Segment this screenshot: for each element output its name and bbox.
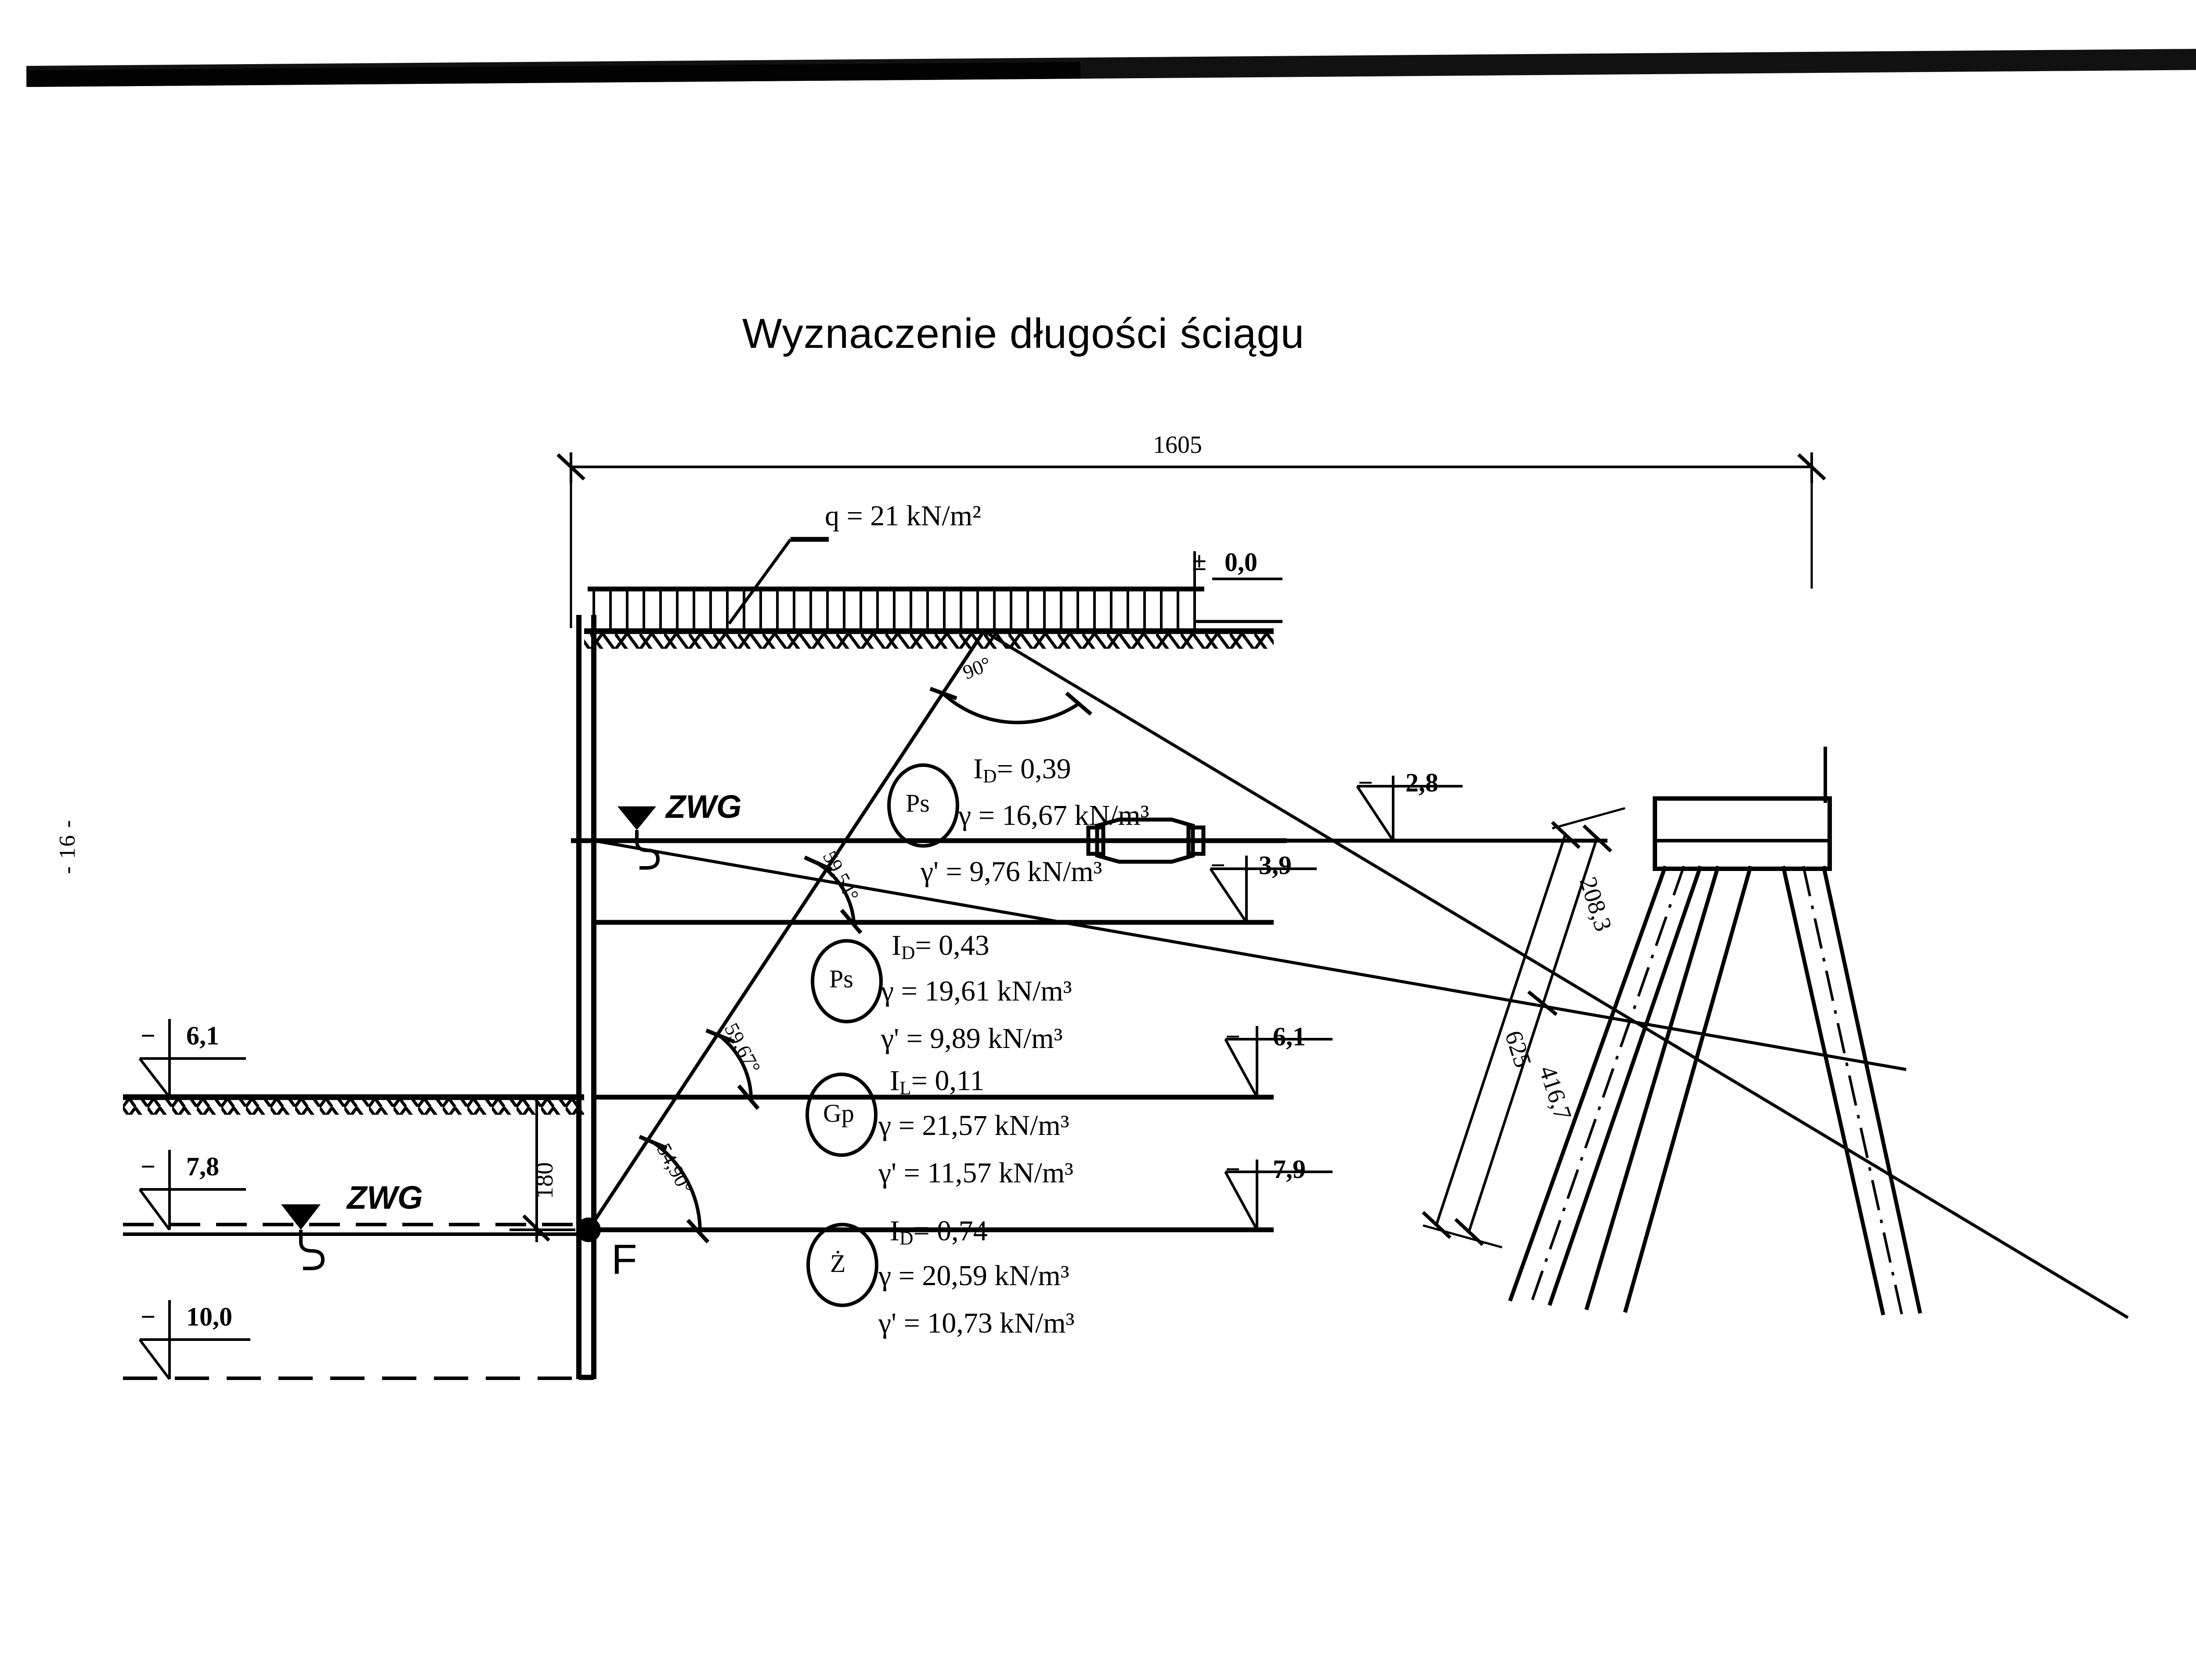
elevation-value-3-9: 3,9	[1259, 851, 1292, 880]
anchor-dimension-chain	[1422, 807, 1625, 1249]
elevation-value-7-9: 7,9	[1273, 1155, 1306, 1184]
elevation-sign-7-9: −	[1225, 1155, 1241, 1184]
ground-surface-left	[123, 1094, 584, 1115]
turnbuckle-icon	[1086, 817, 1206, 864]
elevation-value-0-0: 0,0	[1224, 548, 1257, 577]
soil-symbol-2: Ps	[829, 965, 853, 993]
elevation-value-7-8: 7,8	[186, 1152, 219, 1181]
soil-gamma-prime-3: γ' = 11,57 kN/m³	[878, 1157, 1073, 1189]
elevation-markers-left	[138, 1019, 250, 1380]
sheet-pile-wall	[576, 615, 596, 1380]
elevation-value-2-8: 2,8	[1405, 768, 1438, 797]
soil-symbol-1: Ps	[906, 789, 930, 817]
angle-arc-59-54	[804, 855, 863, 934]
soil-gamma-1: γ = 16,67 kN/m³	[958, 799, 1149, 831]
elevation-sign-2-8: −	[1358, 768, 1373, 797]
soil-index-3: IL= 0,11	[890, 1065, 985, 1099]
elevation-marker-7-8	[138, 1150, 246, 1231]
failure-wedge-lines	[587, 629, 2129, 1319]
point-f-marker	[576, 1218, 601, 1242]
dimension-180	[509, 1098, 575, 1242]
surcharge-load-block	[588, 537, 1204, 630]
water-table-upper-symbol	[618, 806, 660, 870]
soil-gamma-3: γ = 21,57 kN/m³	[878, 1109, 1069, 1142]
water-table-left	[123, 1204, 584, 1270]
angle-arc-54-90	[639, 1134, 710, 1244]
water-table-label-upper: ZWG	[666, 788, 742, 825]
water-table-label-left: ZWG	[347, 1179, 423, 1216]
elevation-markers-right	[1209, 776, 1463, 1231]
angle-arc-90	[929, 686, 1092, 724]
page-number-marker: - 16 -	[55, 819, 80, 874]
elevation-marker-7-9	[1224, 1160, 1333, 1231]
elevation-marker-6-1-left	[138, 1019, 246, 1098]
anchor-piles	[1508, 865, 1922, 1315]
elevation-value-6-1-left: 6,1	[186, 1021, 219, 1050]
soil-layer-boundaries	[571, 838, 1607, 1232]
point-f-label: F	[611, 1236, 637, 1283]
soil-index-2: ID= 0,43	[892, 929, 990, 964]
soil-symbol-4: Ż	[830, 1249, 846, 1278]
ground-surface-top	[584, 628, 1274, 649]
elevation-marker-10-0	[138, 1300, 250, 1380]
soil-gamma-4: γ = 20,59 kN/m³	[878, 1260, 1069, 1292]
elevation-value-6-1-right: 6,1	[1273, 1022, 1306, 1051]
elevation-sign-10-0: −	[141, 1302, 156, 1331]
dimension-label-1605: 1605	[1153, 431, 1202, 459]
top-dimension-1605	[556, 452, 1826, 628]
soil-gamma-prime-2: γ' = 9,89 kN/m³	[881, 1022, 1063, 1055]
soil-gamma-prime-1: γ' = 9,76 kN/m³	[921, 856, 1102, 888]
elevation-sign-7-8: −	[141, 1152, 156, 1181]
page-title: Wyznaczenie długości ściągu	[742, 310, 1305, 357]
soil-symbol-3: Gp	[823, 1099, 854, 1127]
elevation-marker-6-1-right	[1224, 1026, 1333, 1098]
elevation-sign-0-0: ±	[1192, 547, 1206, 576]
anchor-block	[1653, 747, 1832, 871]
angle-arc-59-67	[705, 1028, 760, 1110]
elevation-marker-2-8	[1356, 776, 1463, 842]
elevation-sign-6-1-right: −	[1225, 1022, 1241, 1051]
soil-index-4: ID= 0,74	[890, 1215, 988, 1249]
soil-index-1: ID= 0,39	[973, 753, 1071, 787]
soil-gamma-prime-4: γ' = 10,73 kN/m³	[878, 1307, 1075, 1339]
elevation-value-10-0: 10,0	[186, 1302, 232, 1331]
elevation-marker-0-0	[1193, 551, 1282, 623]
soil-gamma-2: γ = 19,61 kN/m³	[881, 975, 1072, 1007]
dimension-label-180: 180	[531, 1162, 558, 1199]
surcharge-label: q = 21 kN/m²	[825, 500, 981, 532]
elevation-sign-3-9: −	[1210, 851, 1226, 880]
soil-symbol-circles	[805, 763, 959, 1307]
elevation-marker-3-9	[1209, 856, 1317, 923]
elevation-sign-6-1-left: −	[141, 1021, 156, 1050]
